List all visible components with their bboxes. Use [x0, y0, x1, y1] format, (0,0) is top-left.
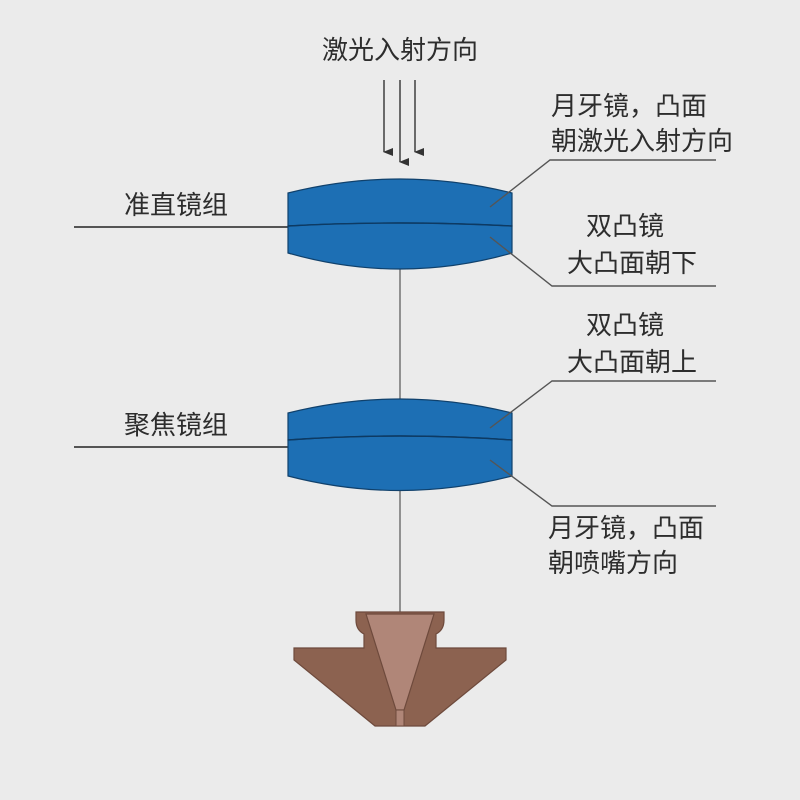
callout-bottom-meniscus-line2: 朝喷嘴方向 [548, 549, 678, 579]
callout-bottom-meniscus-line1: 月牙镜，凸面 [548, 514, 704, 544]
collimating-biconvex-lens [287, 222, 513, 270]
focusing-meniscus-lens [287, 435, 513, 492]
leader-biconvex-down [489, 236, 716, 287]
collimating-meniscus-lens [287, 178, 513, 227]
nozzle-icon [293, 611, 507, 727]
callout-top-meniscus-line1: 月牙镜，凸面 [551, 92, 707, 122]
collimating-lens-seam [287, 222, 513, 227]
callout-biconvex-up-line1: 双凸镜 [586, 311, 664, 341]
focusing-biconvex-lens [287, 398, 513, 441]
leader-bottom-meniscus [489, 459, 716, 507]
callout-biconvex-down-line1: 双凸镜 [586, 212, 664, 242]
leader-biconvex-up [489, 380, 716, 429]
focusing-lens-seam [287, 435, 513, 441]
focusing-group-label: 聚焦镜组 [124, 411, 228, 441]
nozzle-orifice [395, 709, 405, 727]
leader-top-meniscus [489, 159, 716, 208]
laser-arrows-icon [383, 80, 424, 166]
callout-biconvex-down-line2: 大凸面朝下 [567, 249, 697, 279]
callout-biconvex-up-line2: 大凸面朝上 [567, 348, 697, 378]
collimating-lens-group: 准直镜组 [74, 178, 513, 270]
callout-top-meniscus-line2: 朝激光入射方向 [551, 127, 733, 157]
focusing-lens-group: 聚焦镜组 [74, 398, 513, 492]
laser-direction-title: 激光入射方向 [322, 36, 478, 66]
collimating-group-label: 准直镜组 [124, 191, 228, 221]
